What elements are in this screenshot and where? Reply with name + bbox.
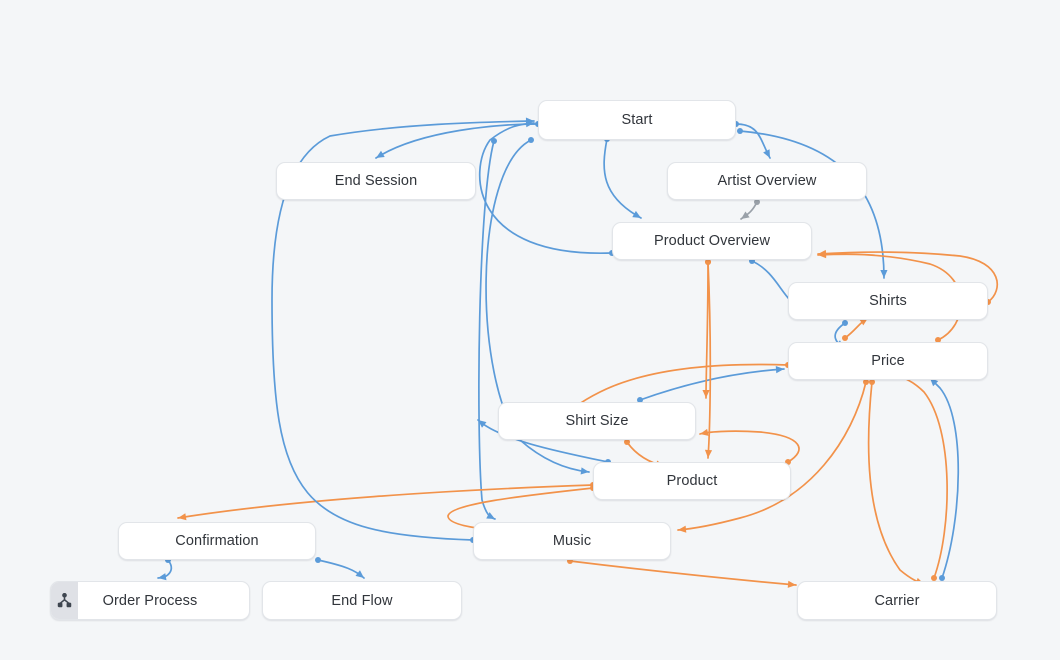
edge-arrowhead: [763, 149, 770, 158]
node-label: Start: [621, 112, 653, 128]
edge-confirmation-to-end_flow: [317, 559, 365, 579]
node-label: Shirts: [869, 293, 907, 309]
edge-price-to-shirts: [844, 317, 869, 339]
edge-arrowhead: [702, 389, 710, 398]
node-end_flow[interactable]: End Flow: [262, 581, 462, 620]
node-label: Carrier: [874, 592, 920, 609]
edge-product_overview-to-start: [478, 122, 613, 254]
edge-carrier-to-price: [883, 372, 948, 579]
edge-artist_overview-to-product_overview: [740, 201, 758, 220]
edge-product_overview-to-product: [707, 261, 712, 459]
edge-source-dot: [737, 128, 743, 134]
edge-start-to-product_overview: [603, 138, 642, 219]
edge-arrowhead: [355, 570, 364, 578]
node-start[interactable]: Start: [538, 100, 736, 140]
node-label: End Flow: [331, 592, 393, 609]
edge-arrowhead: [525, 120, 534, 128]
edge-arrowhead: [775, 366, 784, 374]
node-artist_overview[interactable]: Artist Overview: [667, 162, 867, 200]
edge-arrowhead: [478, 420, 487, 428]
edge-arrowhead: [787, 580, 796, 588]
edge-product_overview-to-shirt_size: [705, 261, 709, 399]
edge-arrowhead: [704, 449, 713, 458]
node-shirt_size[interactable]: Shirt Size: [498, 402, 696, 440]
node-label: Product Overview: [653, 233, 771, 249]
edge-arrowhead: [700, 428, 709, 436]
edge-start-to-end_session: [375, 123, 539, 159]
edge-product-to-confirmation: [177, 484, 594, 519]
edge-arrowhead: [632, 210, 641, 218]
edge-confirmation-to-order_process: [157, 559, 173, 579]
node-price[interactable]: Price: [788, 342, 988, 380]
edge-arrowhead: [818, 251, 827, 259]
node-product_overview[interactable]: Product Overview: [612, 222, 812, 260]
edge-arrowhead: [880, 269, 888, 278]
edge-source-dot: [315, 557, 321, 563]
node-label: Price: [871, 353, 905, 369]
node-label: Order Process: [102, 592, 198, 609]
node-shirts[interactable]: Shirts: [788, 282, 988, 320]
node-product[interactable]: Product: [593, 462, 791, 500]
node-label: Shirt Size: [565, 413, 629, 429]
edge-source-dot: [842, 335, 848, 341]
edge-source-dot: [491, 138, 497, 144]
edge-arrowhead: [741, 211, 750, 219]
node-label: End Session: [334, 173, 418, 189]
edge-arrowhead: [818, 249, 827, 258]
node-carrier[interactable]: Carrier: [797, 581, 997, 620]
edge-music-to-carrier: [569, 560, 797, 586]
node-label: Artist Overview: [717, 173, 817, 189]
edge-arrowhead: [178, 513, 187, 521]
edge-start-to-artist_overview: [735, 123, 771, 159]
node-label: Product: [666, 473, 718, 489]
edge-product-to-shirt_size: [699, 430, 800, 463]
node-music[interactable]: Music: [473, 522, 671, 560]
node-confirmation[interactable]: Confirmation: [118, 522, 316, 560]
subflow-icon: [51, 582, 78, 619]
edge-arrowhead: [525, 117, 534, 125]
node-label: Music: [552, 533, 592, 549]
edge-arrowhead: [678, 525, 687, 533]
edge-shirt_size-to-price: [639, 368, 785, 401]
node-end_session[interactable]: End Session: [276, 162, 476, 200]
edge-price-to-carrier: [867, 381, 925, 585]
edge-arrowhead: [580, 467, 589, 475]
edge-arrowhead: [376, 150, 385, 158]
edge-price-to-music: [677, 381, 867, 531]
edge-arrowhead: [486, 512, 495, 519]
edge-source-dot: [842, 320, 848, 326]
node-label: Confirmation: [175, 533, 259, 549]
edge-source-dot: [528, 137, 534, 143]
edge-carrier-to-price: [929, 377, 960, 579]
node-order_process[interactable]: Order Process: [50, 581, 250, 620]
edge-start-to-music: [478, 140, 496, 520]
